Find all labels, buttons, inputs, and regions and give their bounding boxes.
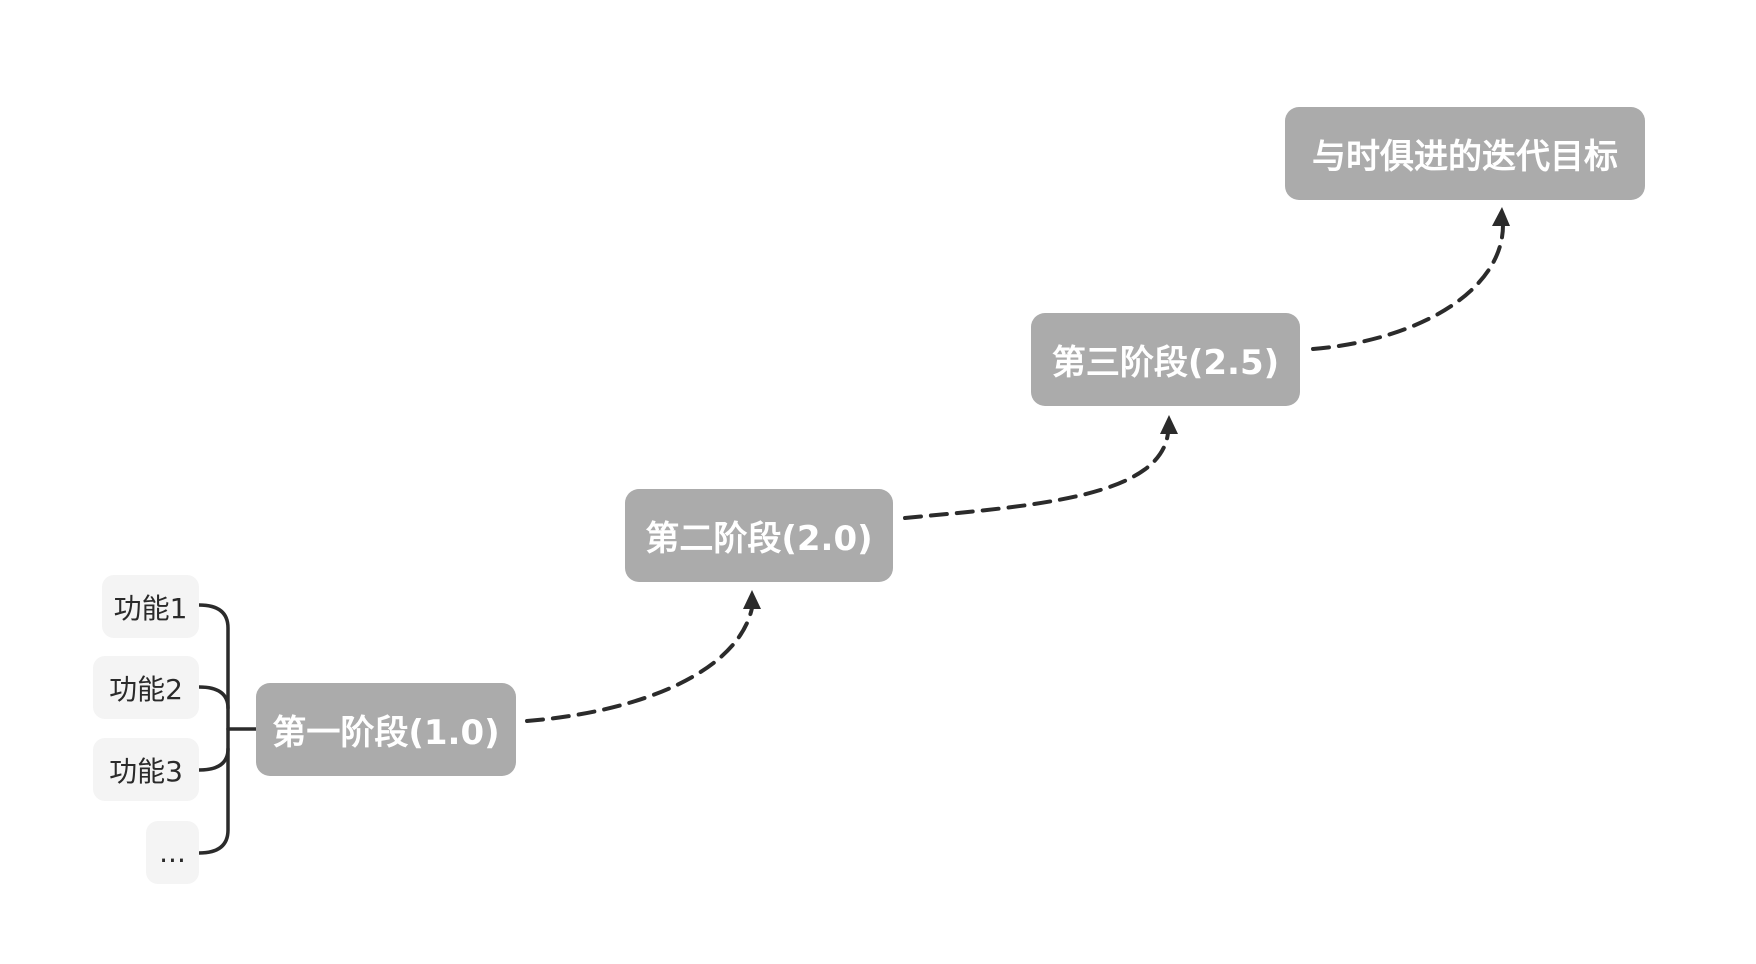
feature-box-2: 功能2: [93, 656, 199, 719]
connector-stage2-to-stage3: [903, 431, 1170, 520]
goal-box: 与时俱进的迭代目标: [1285, 107, 1645, 200]
stage-box-1: 第一阶段(1.0): [256, 683, 516, 776]
stage-label: 第二阶段(2.0): [645, 519, 873, 559]
stage-box-2: 第二阶段(2.0): [625, 489, 893, 582]
feature-label: ...: [159, 836, 186, 869]
feature-box-1: 功能1: [102, 575, 199, 638]
goal-label: 与时俱进的迭代目标: [1312, 137, 1618, 177]
feature-bracket: [197, 603, 258, 855]
feature-label: 功能2: [109, 672, 183, 706]
bracket-tick-feature-3: [197, 747, 230, 772]
bracket-spine: [197, 603, 230, 855]
feature-box-more: ...: [146, 821, 199, 884]
arrow-head-goal: [1492, 207, 1510, 226]
bracket-tick-feature-2: [197, 685, 230, 710]
connector-stage1-to-stage2: [525, 606, 754, 723]
stage-box-3: 第三阶段(2.5): [1031, 313, 1300, 406]
stage-label: 第三阶段(2.5): [1051, 343, 1280, 383]
arrow-head-stage2: [743, 590, 761, 609]
feature-label: 功能3: [109, 754, 183, 788]
feature-box-3: 功能3: [93, 738, 199, 801]
feature-label: 功能1: [113, 591, 188, 625]
arrow-head-stage3: [1160, 415, 1178, 434]
connector-stage3-to-goal: [1311, 223, 1505, 351]
stage-label: 第一阶段(1.0): [272, 713, 500, 753]
